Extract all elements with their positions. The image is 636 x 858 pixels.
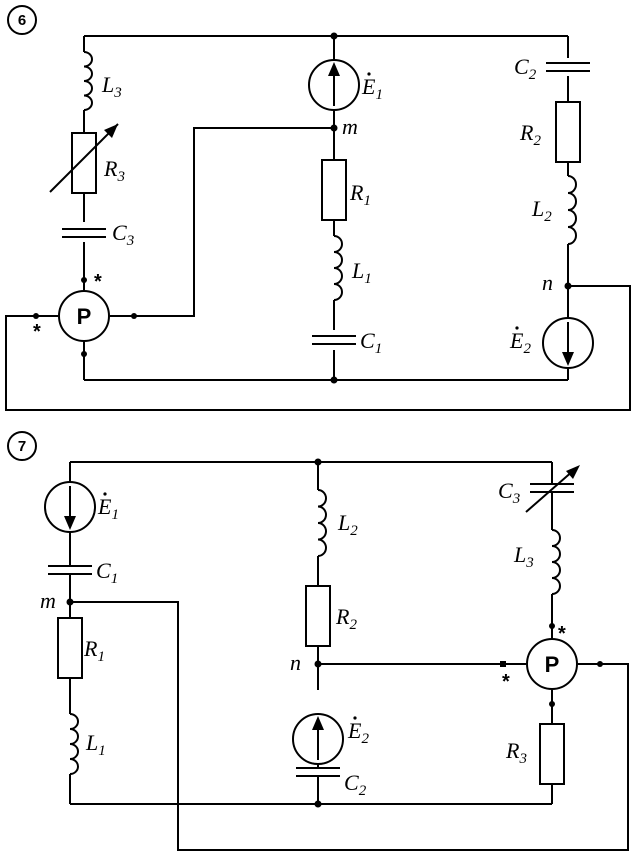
label-L3: L3: [101, 72, 122, 101]
wire-n-loop: [5, 285, 631, 411]
wattmeter-6: P: [58, 290, 110, 342]
label-node-m: m: [40, 588, 56, 613]
resistor-R2: [555, 101, 581, 163]
svg-text:E2: E2: [509, 328, 531, 357]
variable-resistor-R3: [49, 123, 119, 194]
circuit-number: 6: [18, 12, 26, 29]
svg-text:E1: E1: [361, 74, 383, 103]
wire-m-loop: [70, 601, 629, 851]
star-mark-current-coil: *: [558, 623, 566, 645]
label-R1: R1: [349, 180, 371, 209]
star-mark-voltage-coil: *: [502, 671, 510, 693]
label-E2: E2: [347, 716, 369, 747]
inductor-L3: [551, 529, 561, 595]
circuit-7: 7: [7, 431, 629, 851]
capacitor-C1: [312, 335, 356, 345]
label-R3: R3: [505, 738, 527, 767]
variable-capacitor-C3: [525, 465, 580, 513]
emf-source-E2: [542, 317, 594, 369]
emf-source-E1: [44, 481, 96, 533]
resistor-R2: [305, 585, 331, 647]
label-C3: C3: [112, 220, 134, 249]
star-mark-voltage-coil: *: [33, 321, 41, 343]
wattmeter-label: P: [77, 304, 92, 329]
label-E1: E1: [97, 492, 119, 523]
label-E1: E1: [361, 72, 383, 103]
inductor-L1: [69, 713, 79, 775]
circuit-number: 7: [18, 438, 26, 455]
wire-m-to-wattmeter: [110, 127, 334, 317]
circuit-6: 6: [5, 5, 631, 411]
circuit-number-badge: 7: [7, 431, 37, 461]
capacitor-C1: [48, 565, 92, 575]
capacitor-C2: [296, 767, 340, 777]
emf-source-E2: [292, 713, 344, 765]
capacitor-C3: [62, 228, 106, 238]
inductor-L2: [567, 175, 577, 245]
label-node-m: m: [342, 114, 358, 139]
label-L3: L3: [513, 542, 534, 571]
label-R2: R2: [519, 120, 541, 149]
wattmeter-7: P: [526, 638, 578, 690]
junction-dots: [66, 458, 603, 808]
capacitor-C2: [546, 62, 590, 72]
circuit-number-badge: 6: [7, 5, 37, 35]
label-L2: L2: [337, 510, 358, 539]
star-mark-current-coil: *: [94, 271, 102, 293]
label-E2: E2: [509, 326, 531, 357]
resistor-R1: [57, 617, 83, 679]
label-L2: L2: [531, 196, 552, 225]
inductor-L3: [83, 51, 93, 111]
label-C2: C2: [514, 54, 537, 83]
label-node-n: n: [290, 650, 301, 675]
label-C1: C1: [96, 558, 118, 587]
label-C2: C2: [344, 770, 367, 799]
inductor-L2: [317, 489, 327, 557]
label-C3: C3: [498, 478, 520, 507]
label-R3: R3: [103, 156, 125, 185]
label-R1: R1: [83, 636, 105, 665]
resistor-R1: [321, 159, 347, 221]
label-L1: L1: [85, 730, 106, 759]
label-L1: L1: [351, 258, 372, 287]
label-node-n: n: [542, 270, 553, 295]
svg-text:E1: E1: [97, 494, 119, 523]
svg-text:E2: E2: [347, 718, 369, 747]
label-R2: R2: [335, 604, 357, 633]
emf-source-E1: [308, 59, 360, 111]
label-C1: C1: [360, 328, 382, 357]
junction-dots: [33, 32, 572, 384]
inductor-L1: [333, 235, 343, 301]
resistor-R3: [539, 723, 565, 785]
wattmeter-label: P: [545, 652, 560, 677]
